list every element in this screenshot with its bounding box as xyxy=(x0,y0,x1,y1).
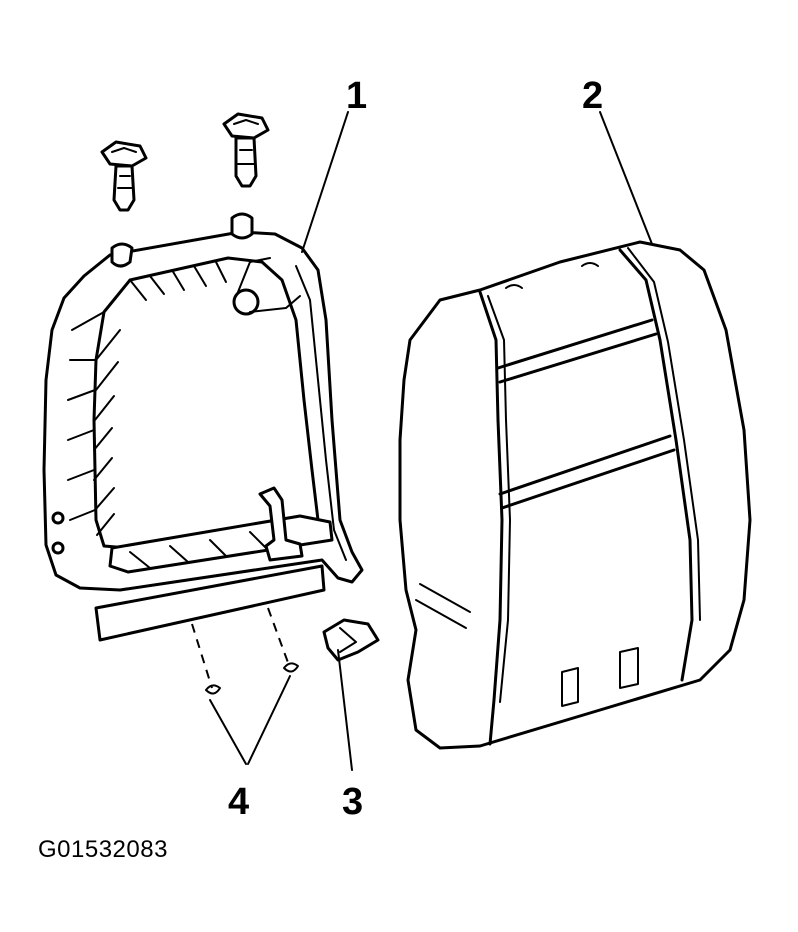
push-pin-right xyxy=(222,112,270,188)
callout-3: 3 xyxy=(342,781,363,823)
figure-id: G01532083 xyxy=(38,836,168,863)
leader-lines xyxy=(209,111,653,771)
seat-back-cushion xyxy=(398,240,752,750)
callout-4: 4 xyxy=(228,781,249,823)
push-clips-lower xyxy=(191,607,299,695)
callout-1: 1 xyxy=(346,75,367,117)
push-pin-left xyxy=(100,140,148,212)
retainer-clip xyxy=(322,618,380,662)
seat-back-frame xyxy=(42,212,364,642)
callout-2: 2 xyxy=(582,75,603,117)
